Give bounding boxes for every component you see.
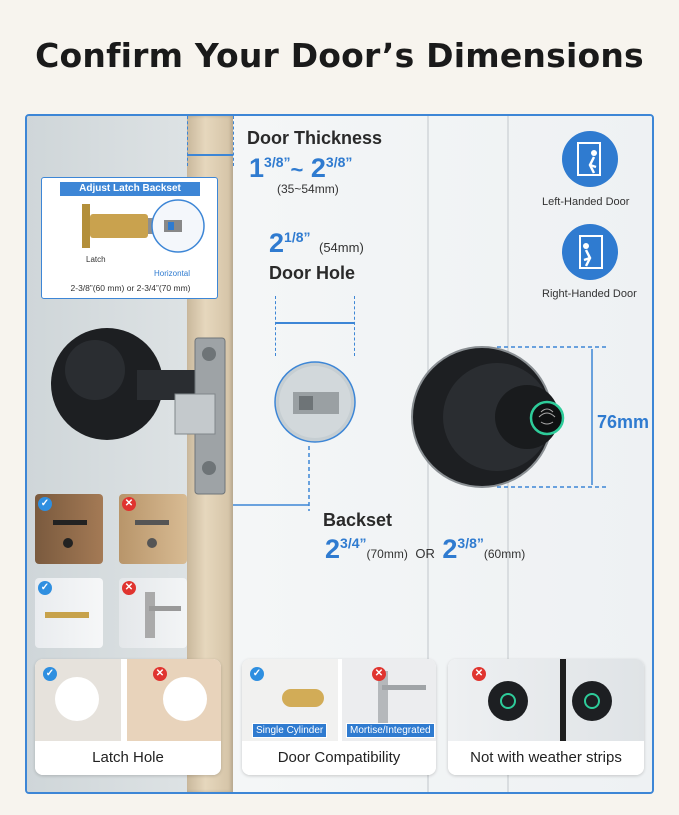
latch-illustration <box>82 199 205 253</box>
thumb-mortise-no: ✕ <box>119 578 187 648</box>
right-handed-label: Right-Handed Door <box>542 288 637 300</box>
single-cylinder-tag: Single Cylinder <box>252 723 328 738</box>
x-icon: ✕ <box>122 581 136 595</box>
door-thickness-title: Door Thickness <box>247 128 383 148</box>
latch-hole-card: ✓ ✕ Latch Hole <box>35 659 221 775</box>
thickness-arrow <box>187 154 233 156</box>
hole-guide-right <box>354 296 355 356</box>
weather-strips-card: ✕ Not with weather strips <box>448 659 644 775</box>
door-compatibility-card: ✓ ✕ Single Cylinder Mortise/Integrated D… <box>242 659 436 775</box>
latch-label: Latch <box>86 255 106 264</box>
latch-backset-inset: Adjust Latch Backset Latch Horizontal 2-… <box>41 177 218 299</box>
left-handed-door-icon <box>562 131 618 187</box>
door-thickness-metric: (35~54mm) <box>277 182 339 196</box>
backset-options-note: 2-3/8”(60 mm) or 2-3/4”(70 mm) <box>70 283 191 293</box>
x-icon: ✕ <box>153 667 167 681</box>
page-title: Confirm Your Door’s Dimensions <box>35 36 644 75</box>
check-icon: ✓ <box>38 497 52 511</box>
weather-strips-caption: Not with weather strips <box>448 741 644 775</box>
mortise-tag: Mortise/Integrated <box>346 723 435 738</box>
backset-title: Backset <box>323 510 393 530</box>
knob-height-label: 76mm <box>597 412 650 432</box>
door-thickness-range: 13/8”~ 23/8” <box>249 153 353 183</box>
door-hole-title: Door Hole <box>269 263 356 283</box>
thumb-lever-ok: ✓ <box>35 494 103 564</box>
thickness-guide-right <box>233 116 234 166</box>
x-icon: ✕ <box>122 497 136 511</box>
left-handed-label: Left-Handed Door <box>542 196 630 208</box>
lock-illustration <box>51 328 607 511</box>
inset-title: Adjust Latch Backset <box>60 182 200 196</box>
thumb-lever-no: ✕ <box>119 494 187 564</box>
hole-guide-left <box>275 296 276 356</box>
backset-values: 23/4”(70mm) OR 23/8”(60mm) <box>325 534 526 564</box>
product-diagram: Door Thickness 13/8”~ 23/8” (35~54mm) Ad… <box>25 114 654 794</box>
door-hole-size: 21/8” <box>269 228 311 258</box>
hole-width-arrow <box>275 322 354 324</box>
x-icon: ✕ <box>372 667 386 681</box>
check-icon: ✓ <box>38 581 52 595</box>
latch-hole-caption: Latch Hole <box>35 741 221 775</box>
thumb-gold-lever-ok: ✓ <box>35 578 103 648</box>
check-icon: ✓ <box>250 667 264 681</box>
door-hole-metric: (54mm) <box>319 240 364 255</box>
check-icon: ✓ <box>43 667 57 681</box>
right-handed-door-icon <box>562 224 618 280</box>
thickness-guide-left <box>187 116 188 166</box>
horizontal-label: Horizontal <box>154 269 191 278</box>
door-compatibility-caption: Door Compatibility <box>242 741 436 775</box>
x-icon: ✕ <box>472 667 486 681</box>
